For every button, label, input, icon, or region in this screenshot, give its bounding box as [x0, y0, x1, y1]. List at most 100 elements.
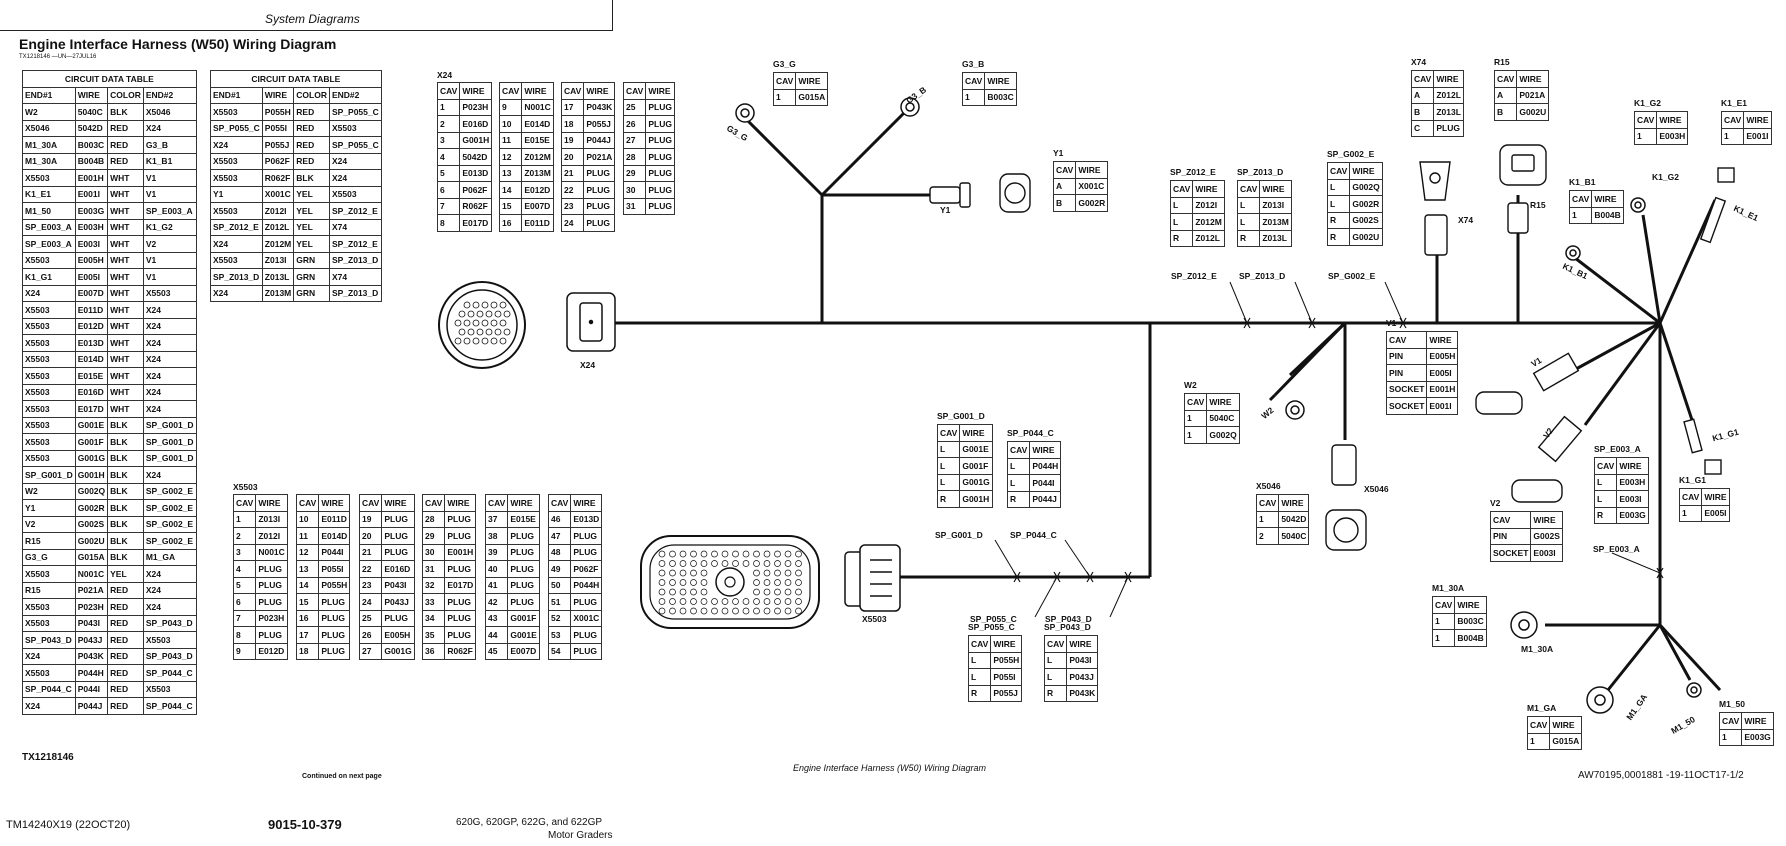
table-cell: G002R [74, 499, 109, 517]
table-cell: 15 [295, 593, 320, 611]
table-cell: P062F [261, 152, 295, 170]
column-header: CAV [560, 82, 585, 100]
table-cell: X5503 [22, 251, 76, 269]
pin-dot [503, 310, 511, 318]
table-cell: Z013M [1259, 213, 1292, 231]
table-cell: 49 [547, 560, 572, 578]
table-cell: Z012L [1433, 86, 1464, 104]
table-cell: R062F [444, 642, 477, 660]
pin-dot [679, 607, 687, 615]
column-header: CAV [936, 424, 961, 442]
pin-dot [490, 301, 498, 309]
table-cell: SP_Z012_E [328, 202, 382, 220]
table-cell: 9 [498, 98, 523, 116]
table-cell: PIN [1489, 527, 1532, 545]
table-cell: L [1326, 195, 1351, 213]
table-cell: M1_30A [22, 136, 76, 154]
column-header: WIRE [1616, 457, 1649, 475]
pin-dot [753, 579, 760, 586]
column-header: CAV [1236, 180, 1261, 198]
column-header: WIRE [1656, 111, 1689, 129]
table-cell: L [1043, 668, 1068, 686]
model-line-2: Motor Graders [548, 830, 613, 841]
table-cell: A [1410, 86, 1435, 104]
table-cell: P043J [381, 593, 415, 611]
table-cell: SP_Z013_D [328, 251, 382, 269]
table-cell: E003G [1741, 728, 1774, 746]
pin-dot [711, 607, 718, 615]
table-cell: P055I [318, 560, 351, 578]
pin-dot [499, 301, 507, 309]
table-cell: PIN [1385, 364, 1428, 382]
table-cell: V1 [142, 251, 197, 269]
pin-dot [784, 550, 792, 558]
table-cell: X5503 [210, 103, 263, 121]
table-cell: 19 [560, 131, 585, 149]
connector-bodies [929, 144, 1735, 551]
table-cell: 13 [295, 560, 320, 578]
pin-dot [463, 301, 471, 309]
column-header: CAV [358, 494, 383, 512]
section-title: System Diagrams [265, 12, 360, 26]
table-cell: G001F [507, 609, 540, 627]
table-cell: X5503 [22, 664, 76, 682]
table-cell: BLK [107, 449, 144, 467]
table-cell: PLUG [318, 642, 351, 660]
table-cell: L [1169, 213, 1194, 231]
table-cell: B003C [1454, 612, 1487, 630]
table-cell: X5503 [328, 185, 382, 203]
table-cell: Y1 [210, 185, 263, 203]
table-cell: R [1326, 228, 1351, 246]
table-cell: PLUG [570, 543, 603, 561]
table-cell: E011D [521, 214, 554, 232]
table-cell: X5503 [22, 400, 76, 418]
table-cell: PLUG [318, 626, 351, 644]
table-cell: E001I [1743, 127, 1772, 145]
table-cell: PLUG [255, 560, 288, 578]
table-cell: G001H [959, 490, 993, 508]
pin-dot [795, 569, 802, 577]
table-cell: X001C [261, 185, 295, 203]
table-cell: PLUG [507, 560, 540, 578]
figure-id: TX1218146 [22, 752, 74, 763]
pin-dot [472, 301, 480, 309]
x24-table-label: X24 [437, 70, 453, 80]
table-cell: 4 [436, 148, 461, 166]
x24-connector-body [566, 292, 616, 352]
pin-dot [669, 550, 676, 558]
table-cell: E014D [521, 115, 554, 133]
pin-dot [669, 607, 676, 615]
pin-dot [476, 328, 484, 336]
